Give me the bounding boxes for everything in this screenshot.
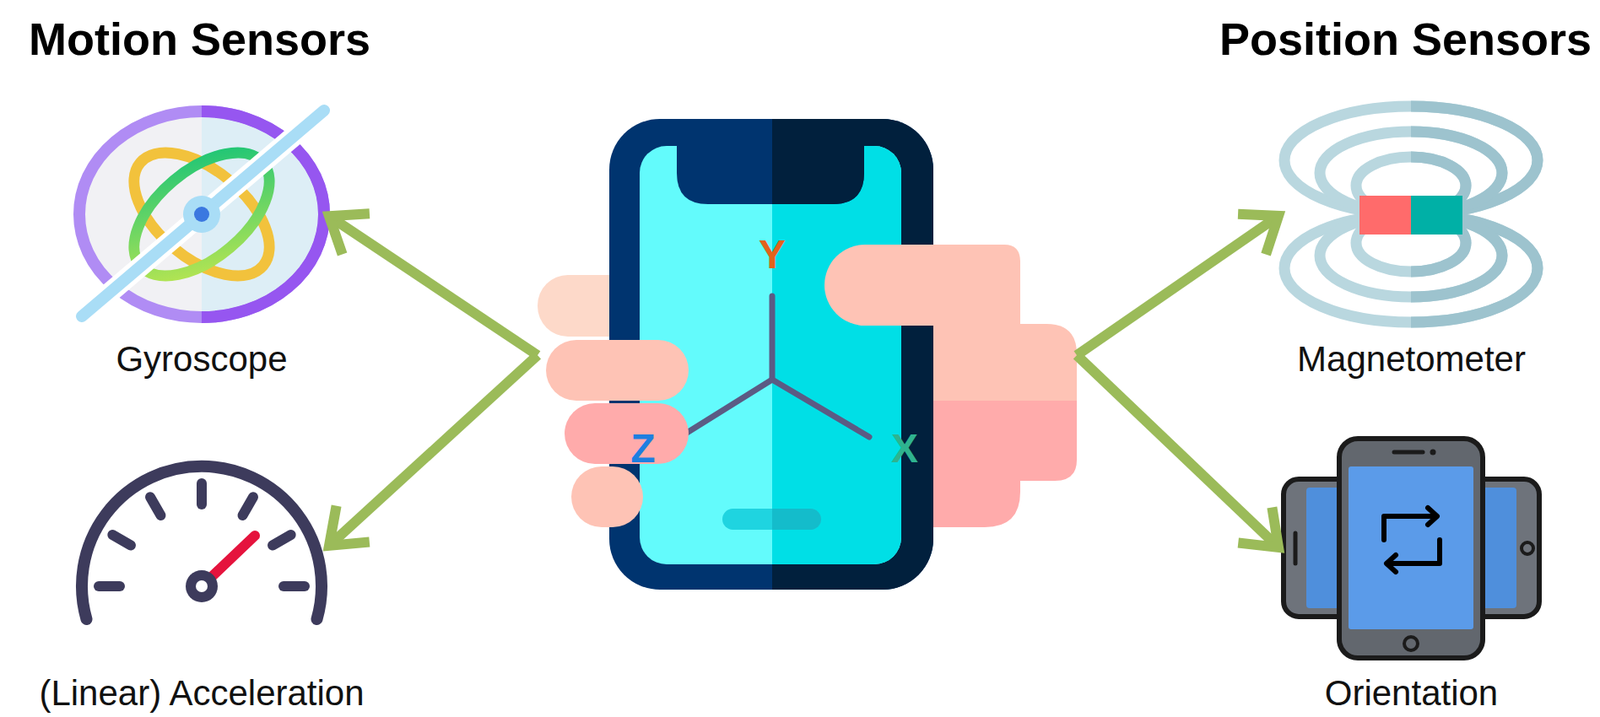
sensor-label: Orientation [1261,673,1562,714]
orientation-icon [1383,516,1437,541]
axis-label: X [879,424,930,474]
gauge-icon [98,581,120,592]
phone-illustration [933,400,1077,528]
gauge-icon [272,535,292,546]
phone-illustration [680,379,773,438]
group-heading: Position Sensors [1076,11,1592,67]
group-heading: Motion Sensors [28,11,552,67]
phone-illustration [571,466,644,528]
magnet-icon [1359,195,1411,235]
gauge-icon [195,580,208,593]
axis-label: Y [746,230,798,280]
orientation-icon [1283,438,1540,659]
phone-illustration [772,145,902,565]
magnet-icon [1284,106,1538,323]
gyroscope-icon [201,111,325,318]
orientation-icon [1348,466,1474,630]
orientation-icon [1387,540,1440,564]
gyroscope-icon [79,110,325,318]
orientation-icon [1383,508,1440,573]
gyroscope-icon [183,195,221,233]
gyroscope-icon [81,110,325,317]
orientation-icon [1430,449,1437,456]
gauge-icon [150,497,162,516]
phone-illustration [772,379,870,438]
gauge-icon [81,466,322,620]
arrow-head [329,506,370,546]
sensor-node: Orientation [1278,434,1545,716]
arrow-head [1237,214,1279,255]
phone-illustration [772,145,865,205]
arrow-connector [329,213,538,356]
phone-illustration [824,244,1021,326]
orientation-icon [1386,555,1396,573]
sensor-node: Magnetometer [1278,101,1545,380]
arrow-head [329,213,370,255]
sensor-label: (Linear) Acceleration [23,673,380,714]
sensor-label: Gyroscope [57,339,346,380]
gauge-icon [112,535,131,546]
magnet-icon [1410,195,1463,235]
sensor-node: (Linear) Acceleration [74,455,330,716]
orientation-icon [1394,450,1423,455]
gauge-icon [283,581,305,592]
gyroscope-icon [79,111,325,318]
arrow-shaft [1076,218,1275,356]
sensor-label: Magnetometer [1261,339,1562,380]
orientation-icon [1339,438,1483,659]
orientation-icon [1521,542,1534,555]
arrow-connector [1076,355,1279,548]
magnet-icon [1410,106,1538,323]
orientation-icon [1427,508,1438,525]
smartphone-node: Y Z X [537,118,1077,590]
orientation-icon [1404,637,1418,651]
arrow-shaft [1076,355,1276,545]
phone-illustration [676,145,865,205]
arrow-shaft [333,219,538,357]
phone-illustration [545,340,689,401]
arrow-head [1237,507,1279,547]
phone-illustration [772,508,822,530]
phone-illustration [564,403,689,465]
gauge-icon [196,483,207,505]
phone-illustration [769,296,776,380]
gauge-icon [243,497,255,516]
axis-label: Z [617,424,669,474]
arrow-shaft [332,355,538,543]
arrow-connector [1076,214,1279,356]
gauge-icon [81,466,322,620]
gauge-icon [185,570,218,603]
gyroscope-icon [194,206,210,222]
sensor-node: Gyroscope [74,107,330,380]
phone-illustration [537,118,1077,590]
orientation-icon [1293,533,1298,564]
gyroscope-icon [81,110,325,317]
arrow-connector [329,355,538,546]
phone-illustration [772,118,934,590]
phone-illustration [722,508,822,530]
phone-illustration [933,324,1077,406]
magnet-icon [1284,106,1538,323]
